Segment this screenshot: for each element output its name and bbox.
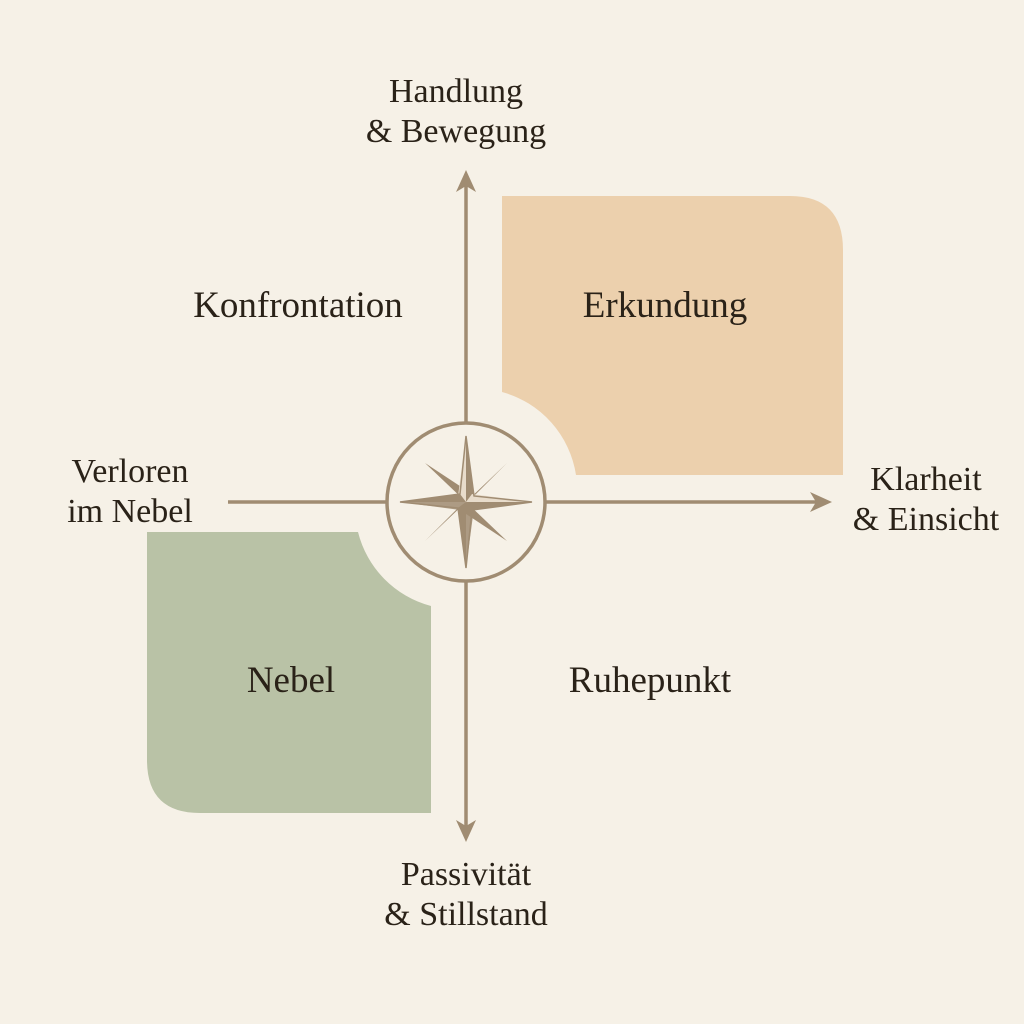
- quadrant-label-nebel: Nebel: [246, 660, 336, 701]
- axis-label-left-line2: im Nebel: [67, 493, 193, 530]
- arrow-up-icon: [456, 170, 476, 192]
- axis-label-top-line2: & Bewegung: [365, 113, 547, 150]
- axis-label-right-line1: Klarheit: [870, 461, 982, 498]
- arrow-right-icon: [810, 492, 832, 512]
- axis-label-right: Klarheit & Einsicht: [836, 460, 1016, 540]
- axis-label-bottom: Passivität & Stillstand: [336, 855, 596, 935]
- axis-label-right-line2: & Einsicht: [852, 501, 1000, 538]
- quadrant-nebel-shape: [147, 532, 431, 813]
- axis-label-top-line1: Handlung: [388, 73, 524, 110]
- quadrant-erkundung-shape: [502, 196, 843, 475]
- compass-rose-icon: [385, 421, 547, 583]
- axis-label-left-line1: Verloren: [71, 453, 189, 490]
- quadrant-label-erkundung: Erkundung: [582, 285, 748, 326]
- quadrant-label-konfrontation: Konfrontation: [193, 285, 403, 326]
- axis-label-bottom-line1: Passivität: [400, 856, 532, 893]
- quadrant-label-ruhepunkt: Ruhepunkt: [568, 660, 732, 701]
- arrow-down-icon: [456, 820, 476, 842]
- axis-label-left: Verloren im Nebel: [40, 452, 220, 532]
- axis-label-bottom-line2: & Stillstand: [384, 896, 548, 933]
- axis-label-top: Handlung & Bewegung: [336, 72, 576, 152]
